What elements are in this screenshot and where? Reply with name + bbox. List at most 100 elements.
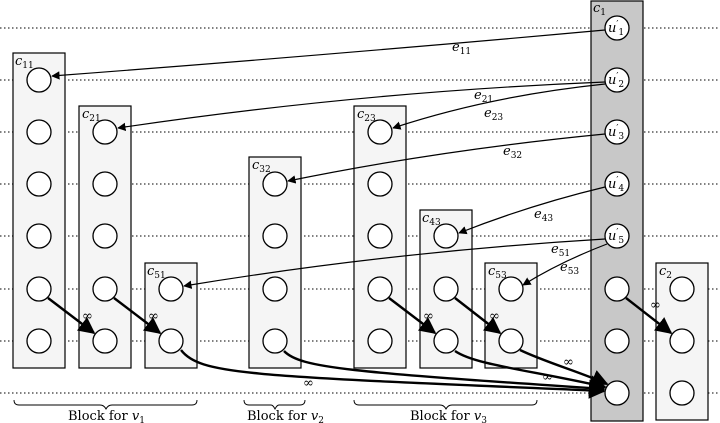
- infinity-label: ∞: [82, 309, 93, 324]
- infinite-edge: [388, 297, 437, 335]
- brace-v2: [243, 399, 306, 411]
- infinity-label: ∞: [489, 309, 500, 324]
- node: [26, 119, 52, 145]
- edge-label-e43: e43: [534, 207, 553, 224]
- edge-label-e53: e53: [560, 260, 579, 277]
- edge-e43: [458, 186, 606, 235]
- cluster-labels: c11 c21 c51 c32 c23 c43 c53 c1 c2: [15, 1, 672, 281]
- infinite-edge: [47, 297, 96, 335]
- terminal-label-u2: u′2: [608, 72, 624, 90]
- edge-labels: e11 e21 e23 e32 e43 e51 e53: [452, 40, 579, 277]
- cluster-label-c51: c51: [147, 264, 166, 281]
- node: [367, 328, 393, 354]
- cluster-label-c11: c11: [15, 54, 34, 71]
- node: [26, 328, 52, 354]
- infinite-edge: [454, 350, 607, 392]
- node: [669, 380, 695, 406]
- node: [26, 171, 52, 197]
- nodes: [26, 15, 695, 406]
- node: [262, 328, 288, 354]
- block-label-v2: Block for v2: [247, 409, 324, 423]
- edge-label-e32: e32: [503, 144, 522, 161]
- terminal-node: [604, 119, 630, 145]
- node: [498, 276, 524, 302]
- infinity-label: ∞: [303, 376, 314, 391]
- cluster-label-c53: c53: [488, 264, 507, 281]
- edge-e51: [183, 238, 606, 289]
- infinite-edge: [519, 348, 609, 386]
- cluster-box-c1: [590, 0, 644, 422]
- edge-e11: [51, 29, 606, 80]
- infinity-labels: ∞ ∞ ∞ ∞ ∞ ∞ ∞ ∞: [82, 298, 661, 391]
- terminal-node: [604, 223, 630, 249]
- brace-v1: [13, 399, 198, 411]
- node: [367, 276, 393, 302]
- node: [433, 328, 459, 354]
- cluster-box-c11: [12, 52, 66, 369]
- infinite-edge: [180, 349, 606, 399]
- terminal-node: [604, 171, 630, 197]
- infinity-label: ∞: [423, 309, 434, 324]
- node: [158, 276, 184, 302]
- terminal-label-u4: u′4: [608, 176, 624, 194]
- terminal-node: [604, 15, 630, 41]
- node: [604, 276, 630, 302]
- block-label-v3: Block for v3: [410, 409, 487, 423]
- node: [26, 223, 52, 249]
- edge-label-e51: e51: [551, 242, 570, 259]
- block-labels: Block for v1 Block for v2 Block for v3: [68, 409, 487, 423]
- node: [92, 119, 118, 145]
- sink-node: [604, 380, 630, 406]
- node: [367, 223, 393, 249]
- node: [92, 276, 118, 302]
- node: [669, 328, 695, 354]
- cluster-label-c21: c21: [82, 107, 101, 124]
- node: [158, 328, 184, 354]
- edge-e32: [287, 133, 606, 184]
- node: [498, 328, 524, 354]
- node: [367, 171, 393, 197]
- infinite-edge: [113, 297, 162, 335]
- edge-label-e11: e11: [452, 40, 471, 57]
- terminal-label-u3: u′3: [608, 124, 624, 142]
- edge-label-e23: e23: [484, 106, 503, 123]
- node: [669, 276, 695, 302]
- node: [433, 223, 459, 249]
- infinite-edge: [454, 297, 502, 335]
- terminal-label-u1: u′1: [608, 20, 624, 38]
- node: [367, 119, 393, 145]
- terminal-label-u5: u′5: [608, 228, 624, 246]
- node: [26, 276, 52, 302]
- node: [262, 223, 288, 249]
- node: [92, 328, 118, 354]
- edge-e53: [522, 243, 608, 286]
- infinity-label: ∞: [148, 309, 159, 324]
- terminal-node: [604, 67, 630, 93]
- cluster-label-c23: c23: [357, 107, 376, 124]
- edge-e23: [392, 83, 606, 130]
- infinity-label: ∞: [563, 355, 574, 370]
- infinity-label: ∞: [542, 370, 553, 385]
- node: [92, 171, 118, 197]
- node: [433, 276, 459, 302]
- cluster-label-c32: c32: [252, 158, 271, 175]
- block-label-v1: Block for v1: [68, 409, 145, 423]
- cluster-label-c1: c1: [593, 1, 606, 18]
- node: [262, 276, 288, 302]
- cluster-boxes: [12, 0, 709, 422]
- node: [26, 67, 52, 93]
- cluster-label-c43: c43: [422, 211, 441, 228]
- infinity-label: ∞: [650, 298, 661, 313]
- infinite-edge: [625, 297, 673, 335]
- brace-v3: [353, 399, 538, 411]
- node: [604, 328, 630, 354]
- edge-e21: [117, 81, 606, 132]
- infinite-edges: [47, 297, 673, 399]
- infinite-edge: [283, 350, 606, 397]
- terminal-labels: u′1 u′2 u′3 u′4 u′5: [608, 20, 624, 246]
- cluster-label-c2: c2: [659, 264, 672, 281]
- block-braces: [13, 399, 538, 411]
- node: [262, 171, 288, 197]
